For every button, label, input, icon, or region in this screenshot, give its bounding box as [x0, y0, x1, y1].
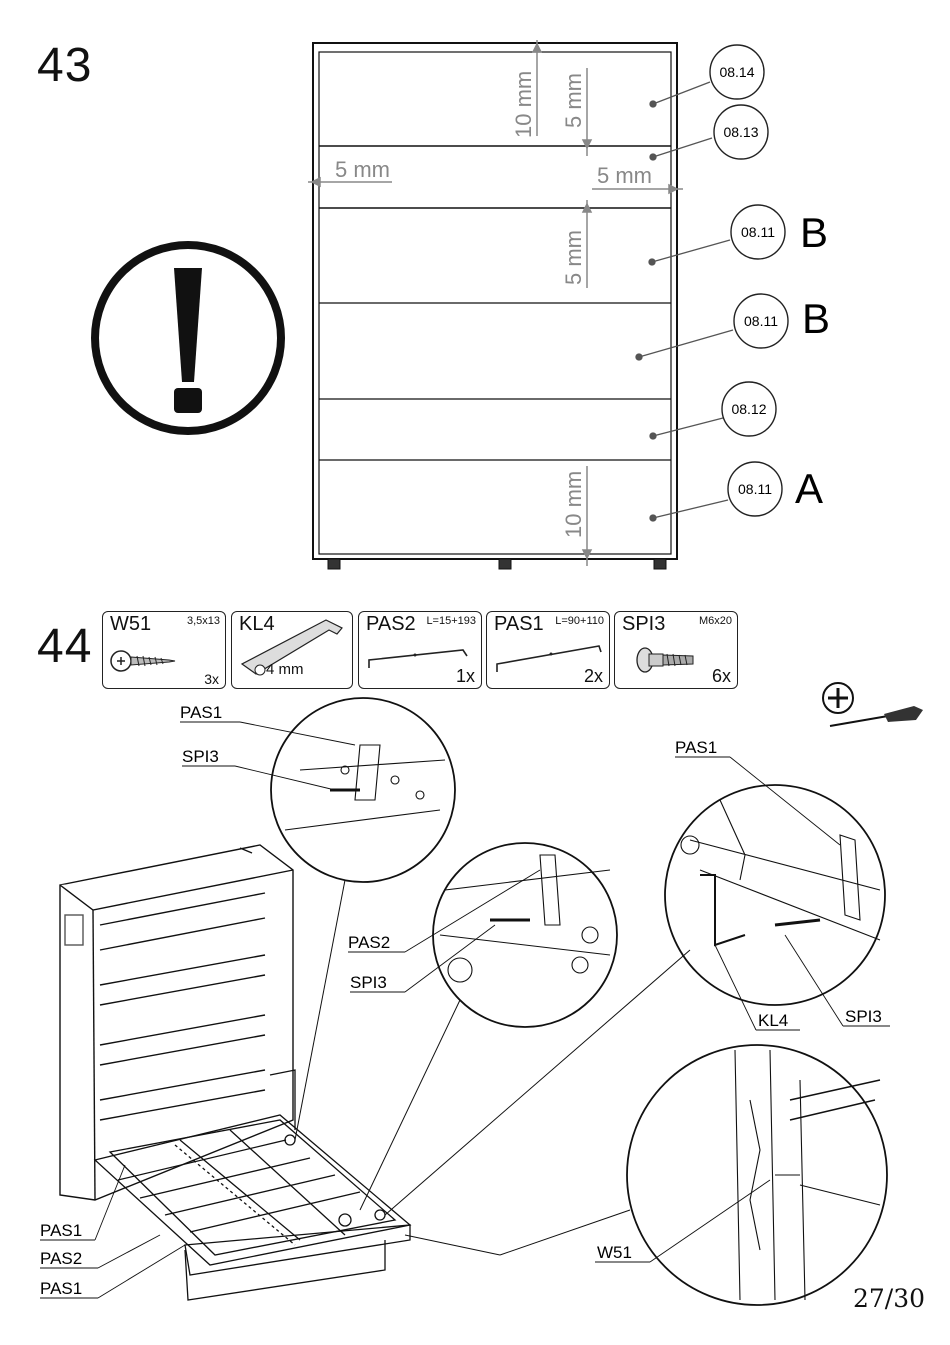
dim-5mm-top: 5 mm — [561, 73, 586, 128]
label-detail3-kl4: KL4 — [758, 1011, 788, 1030]
label-detail2-spi3: SPI3 — [350, 973, 387, 992]
part-qty: 2x — [584, 666, 603, 687]
part-spi3: SPI3 M6x20 6x — [614, 611, 738, 689]
callout-label: 08.13 — [723, 124, 758, 140]
part-pas2: PAS2 L=15+193 1x — [358, 611, 482, 689]
panel-letter: A — [795, 465, 823, 512]
dim-5mm-right: 5 mm — [597, 163, 652, 188]
part-code: SPI3 — [622, 613, 665, 636]
part-kl4: KL4 4 mm — [231, 611, 353, 689]
part-qty: 3x — [204, 671, 219, 687]
detail-views — [271, 698, 887, 1305]
part-pas1: PAS1 L=90+110 2x — [486, 611, 610, 689]
callout-label: 08.11 — [738, 481, 772, 497]
label-detail1-spi3: SPI3 — [182, 747, 219, 766]
step-43-diagram: 10 mm 5 mm 5 mm 5 mm 5 mm 10 mm 08.14 08… — [0, 0, 950, 590]
dim-5mm-mid: 5 mm — [561, 230, 586, 285]
page-number: 27/30 — [853, 1284, 925, 1313]
part-spec: M6x20 — [699, 615, 732, 627]
part-spec: 3,5x13 — [187, 615, 220, 627]
part-spec: L=90+110 — [555, 615, 604, 627]
dim-10mm-bottom: 10 mm — [561, 471, 586, 538]
screw-icon — [109, 648, 179, 674]
label-main-pas1-bottom: PAS1 — [40, 1279, 82, 1298]
part-code: W51 — [110, 613, 151, 636]
callout-circles — [710, 45, 788, 516]
label-detail1-pas1: PAS1 — [180, 703, 222, 722]
part-code: PAS1 — [494, 613, 544, 636]
dim-10mm-top: 10 mm — [511, 71, 536, 138]
part-spec: L=15+193 — [426, 615, 476, 627]
part-extra: 4 mm — [266, 661, 304, 678]
dim-5mm-left: 5 mm — [335, 157, 390, 182]
part-w51: W51 3,5x13 3x — [102, 611, 226, 689]
callout-label: 08.12 — [731, 401, 766, 417]
cabinet-front-view — [313, 43, 677, 569]
callout-label: 08.14 — [719, 64, 754, 80]
label-detail4-w51: W51 — [597, 1243, 632, 1262]
step-44-diagram: PAS1 SPI3 PAS2 SPI3 PAS1 KL4 SPI3 W51 PA… — [0, 690, 950, 1330]
step-44-number: 44 — [37, 619, 92, 674]
part-qty: 6x — [712, 666, 731, 687]
label-main-pas2: PAS2 — [40, 1249, 82, 1268]
warning-exclamation-icon — [95, 245, 281, 431]
label-main-pas1-top: PAS1 — [40, 1221, 82, 1240]
bolt-icon — [631, 642, 701, 678]
panel-letter: B — [802, 295, 830, 342]
label-detail2-pas2: PAS2 — [348, 933, 390, 952]
part-qty: 1x — [456, 666, 475, 687]
part-code: PAS2 — [366, 613, 416, 636]
panel-letter: B — [800, 209, 828, 256]
label-detail3-spi3: SPI3 — [845, 1007, 882, 1026]
callout-label: 08.11 — [744, 313, 778, 329]
callout-label: 08.11 — [741, 224, 775, 240]
label-detail3-pas1: PAS1 — [675, 738, 717, 757]
